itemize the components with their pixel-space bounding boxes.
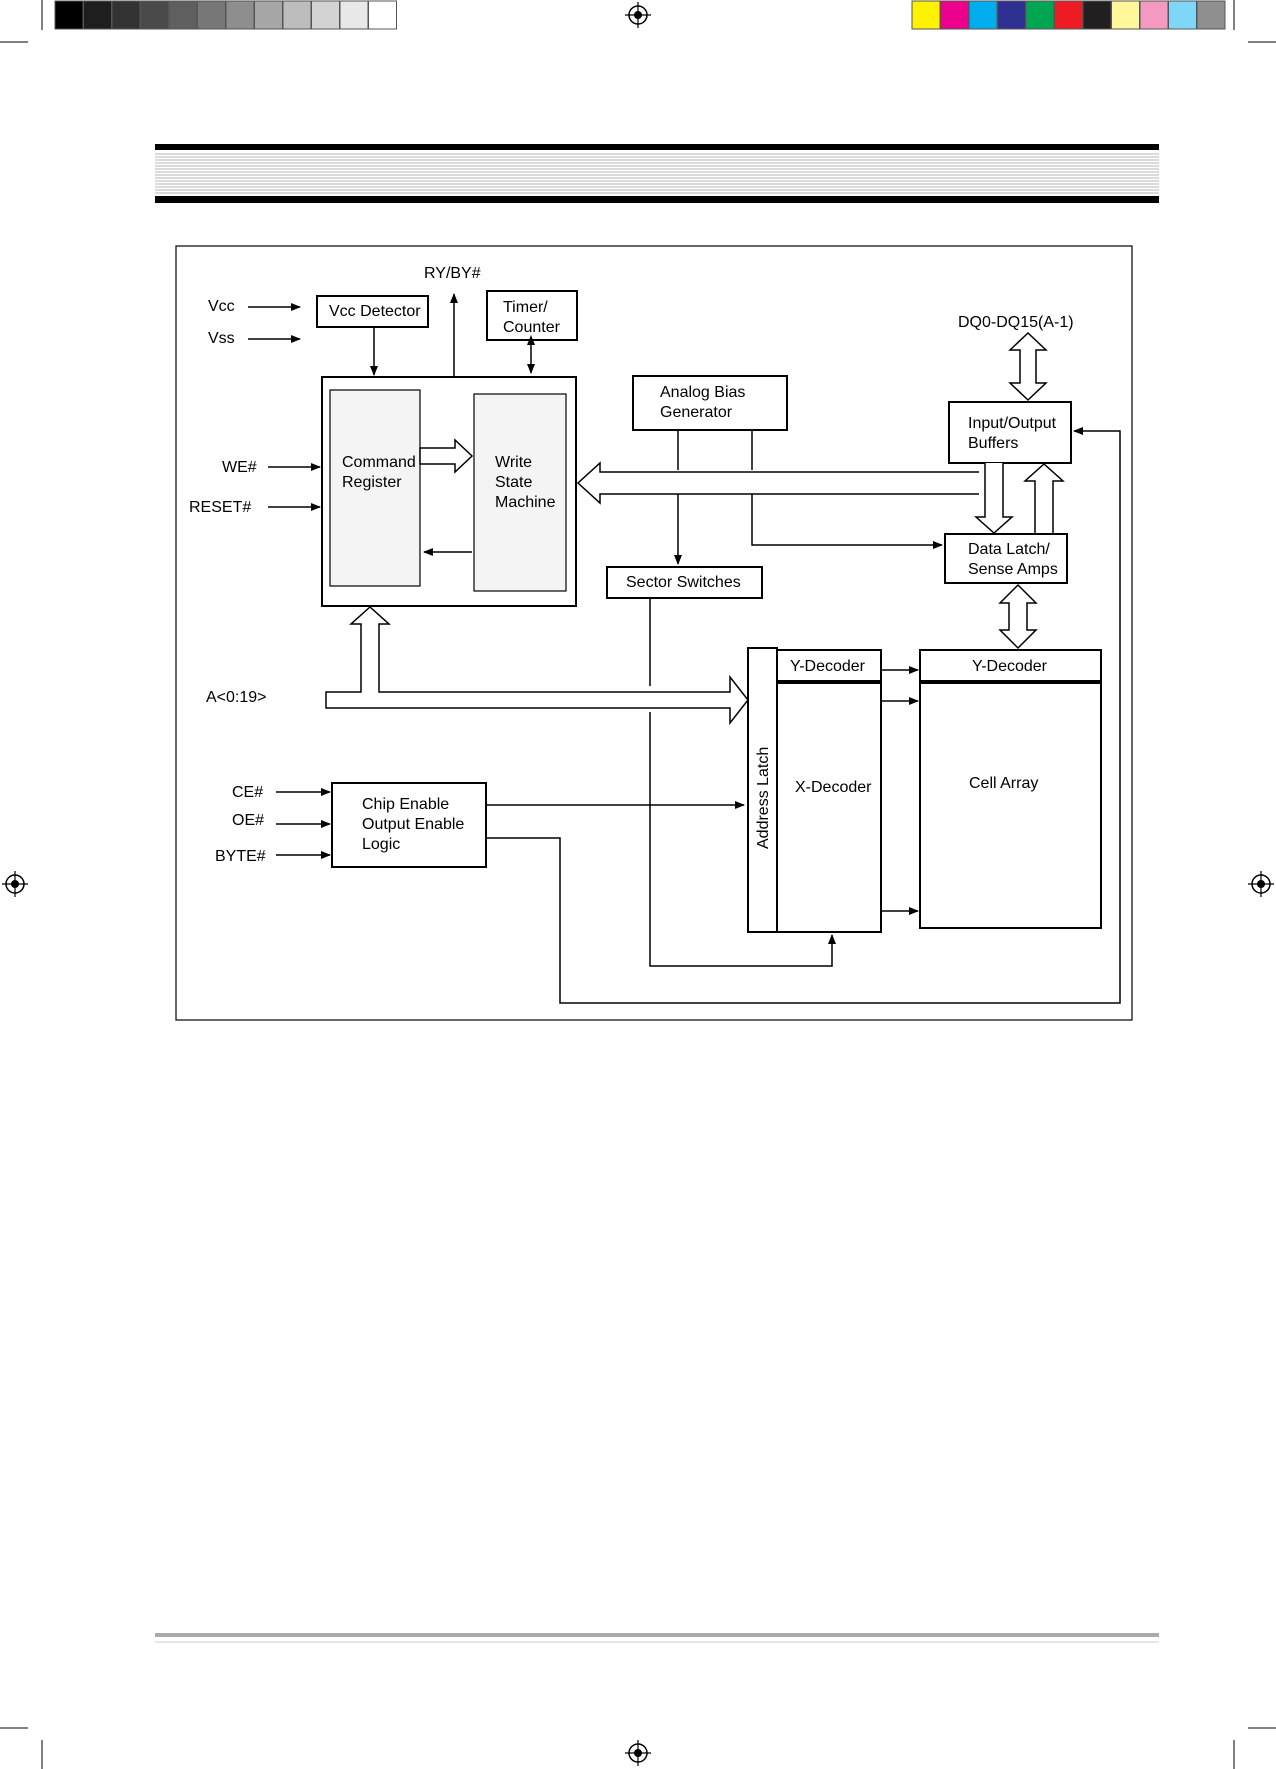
header-rule-band [155, 144, 1159, 203]
gray-swatch [255, 1, 283, 29]
write-state-machine-block [474, 394, 566, 591]
x-decoder-label: X-Decoder [795, 779, 872, 796]
gray-calibration-strip [55, 1, 397, 29]
color-swatch [941, 1, 969, 29]
data-latch-block: Data Latch/ Sense Amps [945, 534, 1067, 583]
gray-swatch [198, 1, 226, 29]
gray-swatch [340, 1, 368, 29]
timer-counter-block: Timer/ Counter [487, 291, 577, 340]
chip-enable-label-line1: Chip Enable [362, 796, 449, 813]
analog-bias-label-line2: Generator [660, 404, 733, 421]
vss-input-label: Vss [208, 330, 235, 347]
dq-io-label: DQ0-DQ15(A-1) [958, 314, 1074, 331]
command-register-label-line2: Register [342, 474, 402, 491]
registration-mark-bottom-icon [625, 1740, 651, 1766]
gray-swatch [226, 1, 254, 29]
bias-to-data-latch-arrow [752, 494, 942, 545]
sector-switches-label: Sector Switches [626, 574, 741, 591]
color-swatch [912, 1, 940, 29]
reset-input-label: RESET# [189, 499, 251, 516]
gray-swatch [84, 1, 112, 29]
internal-data-bus [578, 463, 979, 503]
io-buffers-block: Input/Output Buffers [949, 402, 1071, 463]
color-swatch [969, 1, 997, 29]
chip-enable-logic-block: Chip Enable Output Enable Logic [332, 783, 486, 867]
y-decoder-right-label: Y-Decoder [972, 658, 1048, 675]
io-to-latch-bus [976, 463, 1012, 533]
color-swatch [1083, 1, 1111, 29]
cell-array-block: Cell Array [920, 683, 1101, 928]
analog-bias-generator-block: Analog Bias Generator [633, 376, 787, 430]
registration-mark-left-icon [2, 871, 28, 897]
command-register-label-line1: Command [342, 454, 416, 471]
vcc-input-label: Vcc [208, 298, 235, 315]
oe-input-label: OE# [232, 812, 264, 829]
data-latch-label-line1: Data Latch/ [968, 541, 1050, 558]
vcc-detector-label: Vcc Detector [329, 303, 421, 320]
timer-counter-label-line1: Timer/ [503, 299, 548, 316]
write-state-machine-label-line2: State [495, 474, 532, 491]
address-input-label: A<0:19> [206, 689, 267, 706]
color-swatch [1112, 1, 1140, 29]
address-bus [326, 607, 748, 723]
timer-counter-label-line2: Counter [503, 319, 561, 336]
gray-swatch [141, 1, 169, 29]
gray-swatch [55, 1, 83, 29]
registration-mark-right-icon [1248, 871, 1274, 897]
x-decoder-block: X-Decoder [777, 683, 881, 932]
color-swatch [1169, 1, 1197, 29]
latch-to-io-bus [1025, 464, 1063, 533]
y-decoder-left-label: Y-Decoder [790, 658, 866, 675]
byte-input-label: BYTE# [215, 848, 266, 865]
y-decoder-left-block: Y-Decoder [777, 650, 881, 681]
y-decoder-right-block: Y-Decoder [920, 650, 1101, 681]
control-block: Command Register Write State Machine [322, 377, 576, 606]
io-buffers-label-line2: Buffers [968, 435, 1018, 452]
vcc-detector-block: Vcc Detector [317, 296, 428, 327]
color-swatch [1055, 1, 1083, 29]
latch-ydecoder-bus [1000, 585, 1036, 648]
gray-swatch [283, 1, 311, 29]
io-buffers-label-line1: Input/Output [968, 415, 1057, 432]
color-swatch [1140, 1, 1168, 29]
data-latch-label-line2: Sense Amps [968, 561, 1058, 578]
dq-bus-arrow [1010, 333, 1046, 400]
sector-switches-block: Sector Switches [607, 567, 762, 598]
ce-input-label: CE# [232, 784, 263, 801]
registration-mark-top-icon [625, 2, 651, 28]
footer-rule [155, 1633, 1159, 1642]
gray-swatch [112, 1, 140, 29]
color-swatch [1026, 1, 1054, 29]
chip-enable-label-line2: Output Enable [362, 816, 464, 833]
color-swatch [1197, 1, 1225, 29]
ry-by-output-label: RY/BY# [424, 265, 481, 282]
color-calibration-strip [912, 1, 1225, 29]
gray-swatch [169, 1, 197, 29]
chip-enable-label-line3: Logic [362, 836, 400, 853]
address-latch-block: Address Latch [748, 648, 777, 932]
color-swatch [998, 1, 1026, 29]
write-state-machine-label-line1: Write [495, 454, 532, 471]
gray-swatch [312, 1, 340, 29]
cell-array-label: Cell Array [969, 775, 1038, 792]
analog-bias-label-line1: Analog Bias [660, 384, 745, 401]
address-latch-label: Address Latch [755, 747, 772, 849]
we-input-label: WE# [222, 459, 257, 476]
gray-swatch [369, 1, 397, 29]
write-state-machine-label-line3: Machine [495, 494, 556, 511]
